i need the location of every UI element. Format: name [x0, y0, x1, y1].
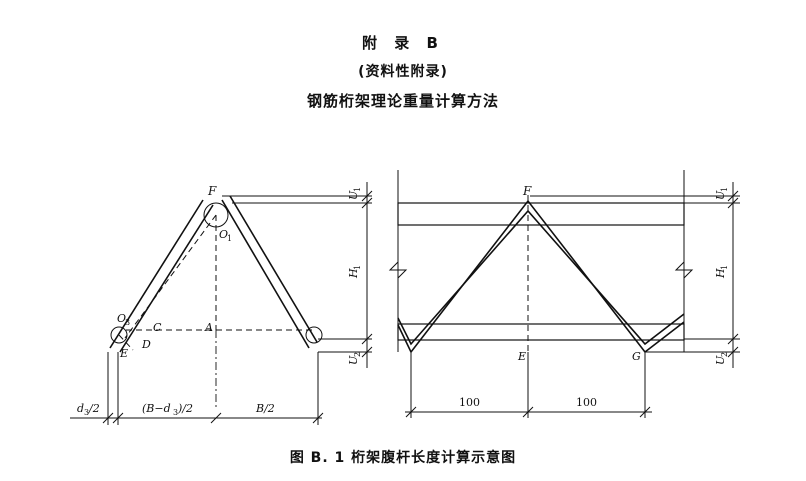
appendix-subtitle: (资料性附录) — [358, 64, 448, 80]
tick-h-4 — [312, 412, 324, 424]
label-u2: U — [347, 355, 360, 365]
r-dim-right-100: 100 — [576, 396, 597, 409]
label-h1: H — [347, 268, 360, 279]
label-c: C — [153, 321, 162, 334]
r-label-e: E — [517, 350, 526, 363]
short-dashed-line — [118, 334, 134, 351]
right-leg-outer — [221, 199, 310, 349]
r-label-u2: U — [714, 355, 727, 365]
left-truss-section: F O 1 O 3 C A E D U 1 H 1 U 2 d 3 /2 — [70, 182, 373, 425]
tick-h-1 — [102, 412, 114, 424]
dim-b-half: B/2 — [255, 402, 275, 415]
left-leg-inner — [119, 204, 214, 353]
right-break-symbol — [674, 261, 694, 279]
left-leg-outer — [109, 199, 204, 349]
label-o3-sub: 3 — [125, 318, 130, 327]
dim-d3-half-b: /2 — [88, 402, 100, 415]
label-e: E — [119, 347, 128, 360]
lower-chord — [397, 323, 685, 341]
label-h1-sub: 1 — [353, 265, 362, 270]
r-tick-h-1 — [405, 406, 417, 418]
r-tick-2 — [727, 197, 739, 209]
tick-u1-top — [361, 190, 373, 202]
r-label-u1-sub: 1 — [720, 187, 729, 192]
figure-caption: 图 B. 1 桁架腹杆长度计算示意图 — [289, 450, 517, 466]
r-dim-left-100: 100 — [459, 396, 480, 409]
label-o3: O — [117, 312, 126, 325]
tick-h-3 — [210, 412, 222, 424]
label-d: D — [141, 338, 151, 351]
upper-chord — [397, 202, 685, 226]
left-bottom-bar-circle — [110, 326, 128, 344]
tick-u1-bottom — [361, 197, 373, 209]
diagonal-dashed-line — [124, 214, 217, 339]
label-a: A — [204, 321, 213, 334]
dim-d3-half-a: d — [77, 402, 84, 415]
dim-b-minus-d3-end: )/2 — [177, 402, 193, 415]
dim-b-minus-d3-sub: 3 — [173, 408, 178, 417]
tick-h-2 — [112, 412, 124, 424]
r-tick-h-2 — [522, 406, 534, 418]
label-o1: O — [219, 228, 228, 241]
r-label-h1-sub: 1 — [720, 265, 729, 270]
r-tick-1 — [727, 190, 739, 202]
label-u1: U — [347, 190, 360, 200]
r-tick-4 — [727, 346, 739, 358]
label-o1-sub: 1 — [227, 234, 232, 243]
appendix-title: 附 录 B — [362, 34, 444, 52]
dim-b-minus-d3: (B−d — [142, 402, 171, 415]
right-truss-elevation: F E G U 1 H 1 U 2 100 100 — [388, 170, 740, 418]
tick-h1-bottom — [361, 333, 373, 345]
right-bottom-bar-circle — [305, 326, 323, 344]
r-label-u1: U — [714, 190, 727, 200]
r-tick-h-3 — [639, 406, 651, 418]
r-label-u2-sub: 2 — [720, 352, 729, 357]
label-f: F — [207, 184, 217, 198]
dim-d3-half-sub: 3 — [84, 408, 89, 417]
label-u2-sub: 2 — [353, 352, 362, 357]
left-break-symbol — [388, 261, 408, 279]
r-tick-3 — [727, 333, 739, 345]
r-label-h1: H — [714, 268, 727, 279]
tick-u2-bottom — [361, 346, 373, 358]
r-label-g: G — [632, 350, 641, 363]
appendix-heading: 钢筋桁架理论重量计算方法 — [306, 92, 499, 110]
label-u1-sub: 1 — [353, 187, 362, 192]
r-label-f: F — [522, 184, 532, 198]
right-leg-inner — [229, 195, 318, 343]
